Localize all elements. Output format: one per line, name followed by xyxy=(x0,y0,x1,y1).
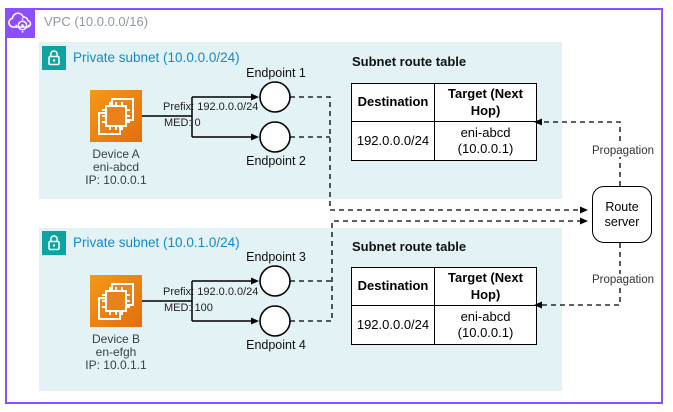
route-table-1-header-target: Target (Next Hop) xyxy=(434,83,537,122)
med-label-subnet-2: MED: 100 xyxy=(164,302,213,314)
route-table-2-destination: 192.0.0.0/24 xyxy=(351,305,435,345)
route-table-2-target: eni-abcd (10.0.0.1) xyxy=(434,305,537,345)
vpc-icon xyxy=(5,8,35,38)
private-subnet-lock-icon xyxy=(42,46,66,70)
device-a-eni: eni-abcd xyxy=(92,160,140,174)
table-row: 192.0.0.0/24 eni-abcd (10.0.0.1) xyxy=(351,121,537,161)
propagation-label-bottom: Propagation xyxy=(588,274,658,286)
lock-glyph xyxy=(48,50,60,66)
route-table-2-header-destination: Destination xyxy=(351,267,435,306)
private-subnet-lock-icon xyxy=(42,231,66,255)
route-table-1-header-destination: Destination xyxy=(351,83,435,122)
endpoint-2-label: Endpoint 2 xyxy=(246,154,306,168)
route-table-1-target: eni-abcd (10.0.0.1) xyxy=(434,121,537,161)
device-b-ip: IP: 10.0.1.1 xyxy=(85,358,147,372)
route-table-2-title: Subnet route table xyxy=(352,239,467,254)
device-b-name: Device B xyxy=(91,332,141,346)
route-table-2: Destination Target (Next Hop) 192.0.0.0/… xyxy=(351,267,537,345)
vpc-cloud-icon xyxy=(8,12,32,33)
network-interface-glyph xyxy=(98,283,134,320)
private-subnet-2-label: Private subnet (10.0.1.0/24) xyxy=(73,235,240,250)
route-table-2-header-target: Target (Next Hop) xyxy=(434,267,537,306)
device-b-label: Device B en-efgh IP: 10.0.1.1 xyxy=(64,333,168,372)
vpc-label: VPC (10.0.0.0/16) xyxy=(44,14,149,29)
endpoint-3-label: Endpoint 3 xyxy=(246,250,306,264)
route-table-1: Destination Target (Next Hop) 192.0.0.0/… xyxy=(351,83,537,161)
prefix-label-subnet-1: Prefix: 192.0.0.0/24 xyxy=(163,101,259,113)
propagation-label-top: Propagation xyxy=(588,145,658,157)
med-label-subnet-1: MED: 0 xyxy=(164,117,201,129)
lock-glyph xyxy=(48,235,60,251)
network-interface-glyph xyxy=(98,98,134,135)
prefix-label-subnet-2: Prefix: 192.0.0.0/24 xyxy=(163,286,259,298)
route-table-1-destination: 192.0.0.0/24 xyxy=(351,121,435,161)
private-subnet-1-label: Private subnet (10.0.0.0/24) xyxy=(73,50,240,65)
device-a-label: Device A eni-abcd IP: 10.0.0.1 xyxy=(64,148,168,187)
device-a-ip: IP: 10.0.0.1 xyxy=(85,173,147,187)
table-row: 192.0.0.0/24 eni-abcd (10.0.0.1) xyxy=(351,305,537,345)
route-server-node: Route server xyxy=(592,186,652,243)
endpoint-4-label: Endpoint 4 xyxy=(246,338,306,352)
device-a-name: Device A xyxy=(92,147,140,161)
device-b-eni: en-efgh xyxy=(95,345,137,359)
route-table-1-title: Subnet route table xyxy=(352,54,467,69)
device-a-icon xyxy=(90,90,142,142)
device-b-icon xyxy=(90,275,142,327)
endpoint-1-label: Endpoint 1 xyxy=(246,66,306,80)
vpc-boundary xyxy=(5,8,663,404)
